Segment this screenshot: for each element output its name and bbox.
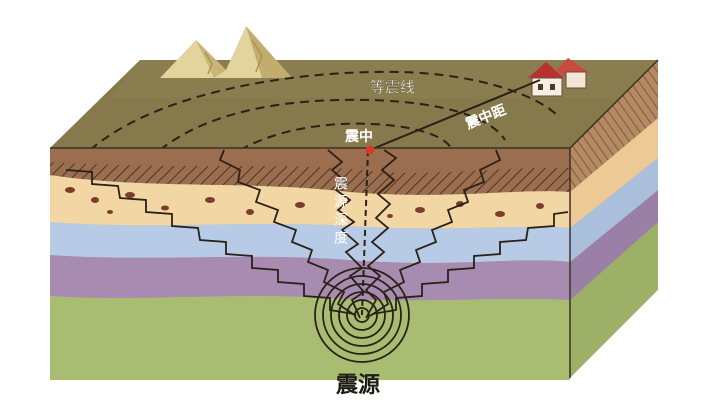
focal-depth-line bbox=[361, 149, 369, 316]
epicenter-dot bbox=[365, 145, 375, 155]
front-face bbox=[50, 148, 570, 380]
hypocenter-rings bbox=[314, 267, 410, 363]
focal-depth-label: 震源深度 bbox=[332, 176, 348, 248]
block-outline bbox=[50, 59, 659, 378]
isoseismal-label: 等震线 bbox=[370, 78, 415, 96]
house-icon bbox=[528, 58, 588, 97]
epicenter-label: 震中 bbox=[344, 128, 373, 145]
hypocenter-label: 震源 bbox=[336, 373, 380, 398]
mountain-range bbox=[160, 26, 292, 78]
side-face bbox=[570, 60, 658, 378]
epicentral-distance-line bbox=[369, 79, 541, 151]
isoseismal-lines bbox=[89, 70, 561, 151]
